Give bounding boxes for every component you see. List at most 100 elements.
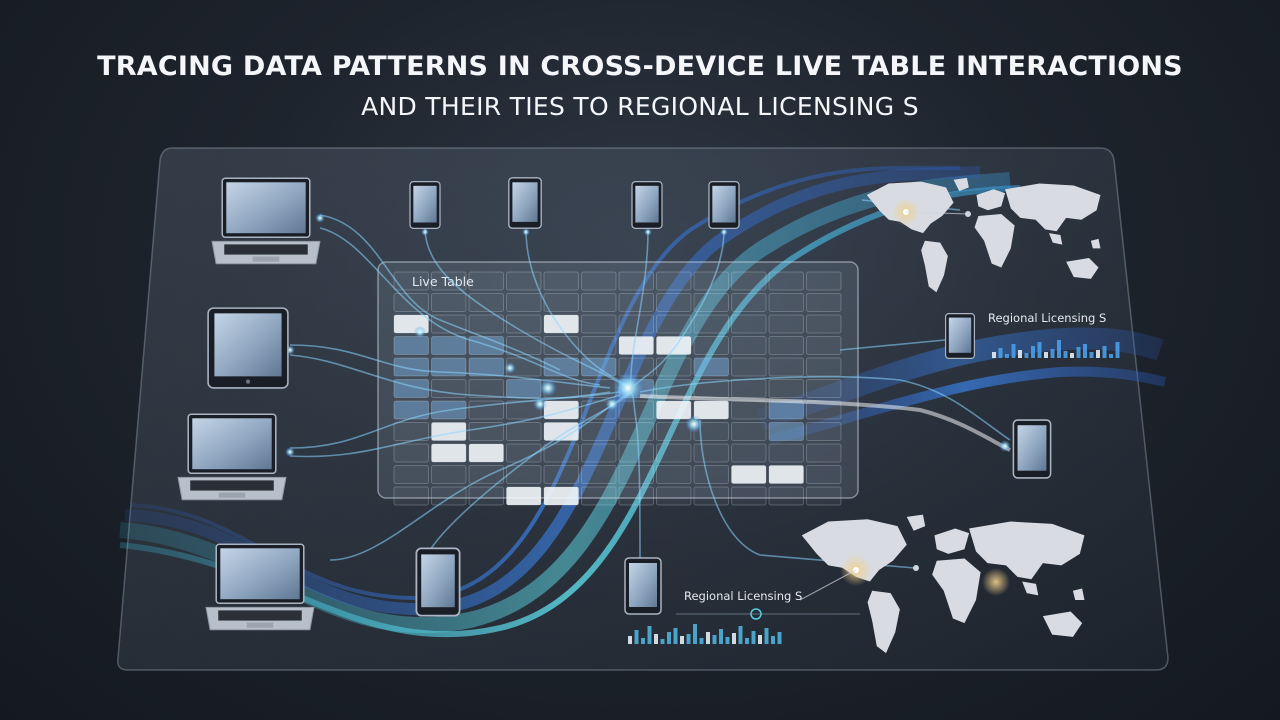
table-cell [393, 486, 429, 506]
bar-mark [771, 636, 775, 644]
bar-mark [667, 632, 671, 644]
bar-mark [732, 633, 736, 644]
table-cell [656, 336, 692, 355]
table-cell [543, 357, 579, 377]
table-cell [731, 486, 767, 506]
table-cell [506, 379, 542, 398]
table-cell [806, 336, 842, 355]
bar-mark [777, 632, 782, 644]
table-cell [731, 443, 767, 463]
table-cell [618, 465, 654, 484]
table-cell [656, 357, 692, 377]
table-cell [543, 293, 579, 312]
table-cell [393, 336, 429, 355]
table-cell [618, 443, 654, 463]
table-cell [506, 314, 542, 334]
table-cell [393, 271, 429, 291]
bar-mark [1044, 352, 1048, 358]
table-cell [431, 271, 467, 291]
table-cell [506, 465, 542, 484]
table-cell [581, 271, 617, 291]
table-cell [731, 271, 767, 291]
world-map-top [866, 177, 1101, 293]
table-cell [618, 271, 654, 291]
table-cell [768, 293, 804, 312]
bar-mark [758, 635, 762, 644]
bar-mark [764, 628, 769, 644]
table-cell [806, 271, 842, 291]
table-cell [393, 400, 429, 420]
bar-mark [1011, 344, 1016, 358]
table-cell [543, 465, 579, 484]
world-map-bottom [799, 514, 1085, 654]
page-title: TRACING DATA PATTERNS IN CROSS-DEVICE LI… [97, 51, 1183, 82]
bar-mark [745, 638, 749, 644]
table-cell [506, 293, 542, 312]
table-cell [543, 271, 579, 291]
table-cell [768, 336, 804, 355]
licensing-panel-label: Regional Licensing S [684, 589, 802, 603]
header: TRACING DATA PATTERNS IN CROSS-DEVICE LI… [0, 48, 1280, 125]
bar-mark [641, 638, 645, 644]
table-cell [543, 314, 579, 334]
table-cell [768, 400, 804, 420]
table-cell [806, 379, 842, 398]
bar-mark [1037, 342, 1042, 358]
table-cell [731, 314, 767, 334]
table-cell [731, 336, 767, 355]
table-cell [468, 422, 504, 441]
table-cell [506, 271, 542, 291]
table-cell [656, 293, 692, 312]
table-cell [806, 422, 842, 441]
table-cell [468, 465, 504, 484]
tablet-icon [207, 307, 289, 389]
table-cell [431, 465, 467, 484]
table-cell [506, 486, 542, 506]
bar-mark [1031, 346, 1035, 358]
table-cell [656, 443, 692, 463]
table-cell [806, 486, 842, 506]
table-cell [731, 379, 767, 398]
laptop-icon [177, 413, 287, 501]
table-cell [581, 486, 617, 506]
table-cell [431, 293, 467, 312]
bar-mark [660, 639, 665, 644]
bar-mark [1057, 340, 1061, 358]
bar-mark [1024, 353, 1029, 358]
bar-mark [1005, 354, 1009, 358]
bar-mark [706, 632, 710, 644]
table-cell [693, 465, 729, 484]
bar-mark [1063, 351, 1068, 358]
bar-mark [1109, 354, 1113, 358]
table-cell [768, 465, 804, 484]
bar-mark [634, 630, 639, 644]
bar-mark [1089, 352, 1094, 358]
table-cell [731, 422, 767, 441]
bar-mark [751, 631, 756, 644]
licensing-panel-bottom: Regional Licensing S [628, 589, 860, 644]
bar-mark [992, 352, 996, 358]
table-cell [693, 486, 729, 506]
table-cell [506, 422, 542, 441]
bar-mark [1115, 342, 1120, 358]
table-cell [768, 271, 804, 291]
table-cell [431, 379, 467, 398]
table-cell [656, 400, 692, 420]
table-cell [806, 357, 842, 377]
table-cell [543, 336, 579, 355]
live-table-grid [393, 271, 842, 506]
licensing-panel-label: Regional Licensing S [988, 311, 1106, 325]
table-cell [468, 357, 504, 377]
smartphone-icon [708, 180, 740, 230]
bar-chart-icon [628, 624, 782, 644]
bar-mark [1083, 344, 1087, 358]
bar-mark [712, 635, 717, 644]
bar-mark [693, 624, 697, 644]
smartphone-icon [944, 312, 976, 360]
table-cell [768, 314, 804, 334]
bar-mark [1050, 349, 1055, 358]
laptop-icon [205, 543, 315, 631]
table-cell [618, 293, 654, 312]
table-cell [468, 293, 504, 312]
